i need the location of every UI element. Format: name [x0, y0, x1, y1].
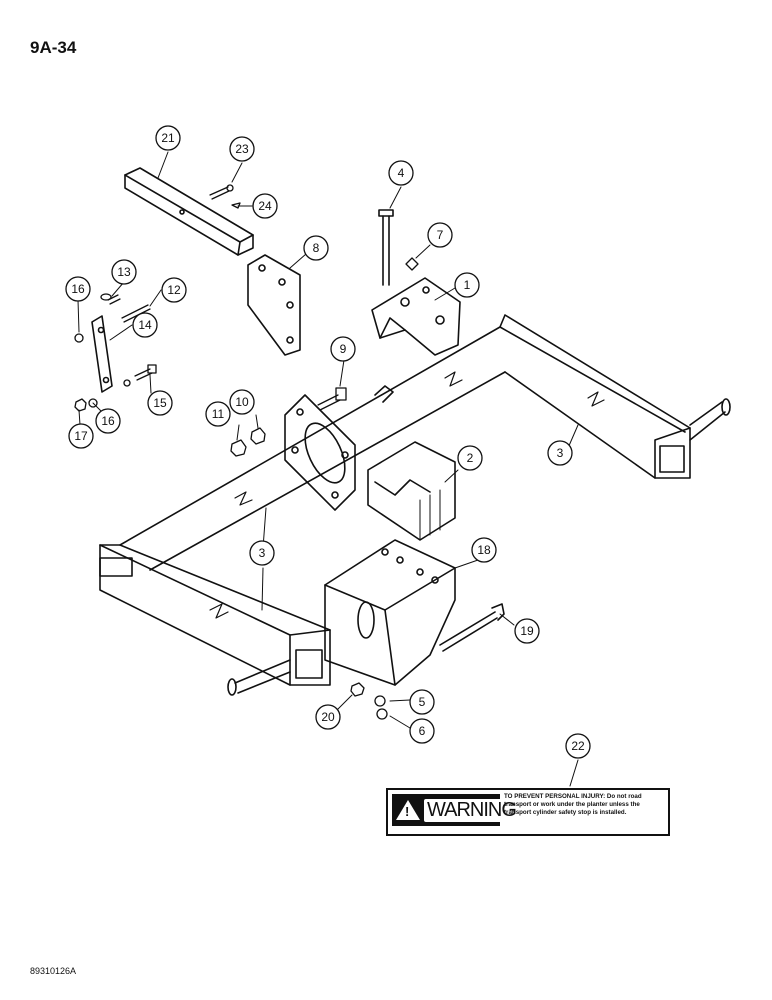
callout-12: 12 [161, 277, 187, 303]
callout-6: 6 [409, 718, 435, 744]
callout-15: 15 [147, 390, 173, 416]
strap [91, 315, 113, 393]
bolt-vertical [378, 209, 394, 286]
svg-text:5: 5 [419, 695, 426, 709]
callout-4: 4 [388, 160, 414, 186]
svg-text:20: 20 [321, 710, 335, 724]
warning-text: TO PREVENT PERSONAL INJURY: Do not road … [504, 793, 642, 816]
mounting-bracket [324, 539, 456, 686]
warning-word: WARNING [424, 798, 519, 822]
callout-9: 9 [330, 336, 356, 362]
svg-text:22: 22 [571, 739, 585, 753]
warning-triangle-icon [396, 800, 420, 820]
svg-text:23: 23 [235, 142, 249, 156]
callout-19: 19 [514, 618, 540, 644]
svg-text:8: 8 [313, 241, 320, 255]
channel-bar [124, 167, 254, 256]
callout-10: 10 [229, 389, 255, 415]
callout-11: 11 [205, 401, 231, 427]
callout-17: 17 [68, 423, 94, 449]
callout-23: 23 [229, 136, 255, 162]
page-number: 9A-34 [30, 38, 77, 57]
callout-14: 14 [132, 312, 158, 338]
callout-5: 5 [409, 689, 435, 715]
svg-text:14: 14 [138, 318, 152, 332]
bolt-long [439, 603, 505, 652]
svg-text:13: 13 [117, 265, 131, 279]
svg-text:18: 18 [477, 543, 491, 557]
callout-16-top: 16 [65, 276, 91, 302]
callout-20: 20 [315, 704, 341, 730]
callouts: 21 23 24 4 7 8 1 13 12 16 14 15 16 17 9 … [65, 125, 591, 759]
svg-text:16: 16 [101, 414, 115, 428]
callout-8: 8 [303, 235, 329, 261]
svg-text:3: 3 [557, 446, 564, 460]
callout-22: 22 [565, 733, 591, 759]
axle-assembly [99, 314, 731, 696]
leader-lines [77, 151, 579, 787]
svg-text:10: 10 [235, 395, 249, 409]
svg-text:6: 6 [419, 724, 426, 738]
svg-text:17: 17 [74, 429, 88, 443]
clamp-lower [367, 441, 456, 541]
callout-2: 2 [457, 445, 483, 471]
svg-text:2: 2 [467, 451, 474, 465]
svg-text:11: 11 [212, 407, 225, 421]
svg-text:24: 24 [258, 199, 272, 213]
warning-label: WARNING [392, 794, 519, 826]
figure-code: 89310126A [30, 966, 77, 976]
svg-text:12: 12 [167, 283, 181, 297]
callout-18: 18 [471, 537, 497, 563]
svg-text:3: 3 [259, 546, 266, 560]
svg-text:4: 4 [398, 166, 405, 180]
svg-text:7: 7 [437, 228, 444, 242]
callout-1: 1 [454, 272, 480, 298]
callout-21: 21 [155, 125, 181, 151]
callout-3-left: 3 [249, 540, 275, 566]
warning-decal: WARNING TO PREVENT PERSONAL INJURY: Do n… [386, 788, 670, 836]
callout-3-right: 3 [547, 440, 573, 466]
svg-text:21: 21 [161, 131, 175, 145]
callout-13: 13 [111, 259, 137, 285]
svg-text:19: 19 [520, 624, 534, 638]
callout-16-bottom: 16 [95, 408, 121, 434]
plate [247, 254, 301, 356]
clamp-upper [371, 277, 461, 356]
svg-text:9: 9 [340, 342, 347, 356]
svg-text:1: 1 [464, 278, 471, 292]
callout-7: 7 [427, 222, 453, 248]
svg-text:16: 16 [71, 282, 85, 296]
svg-text:15: 15 [153, 396, 167, 410]
callout-24: 24 [252, 193, 278, 219]
